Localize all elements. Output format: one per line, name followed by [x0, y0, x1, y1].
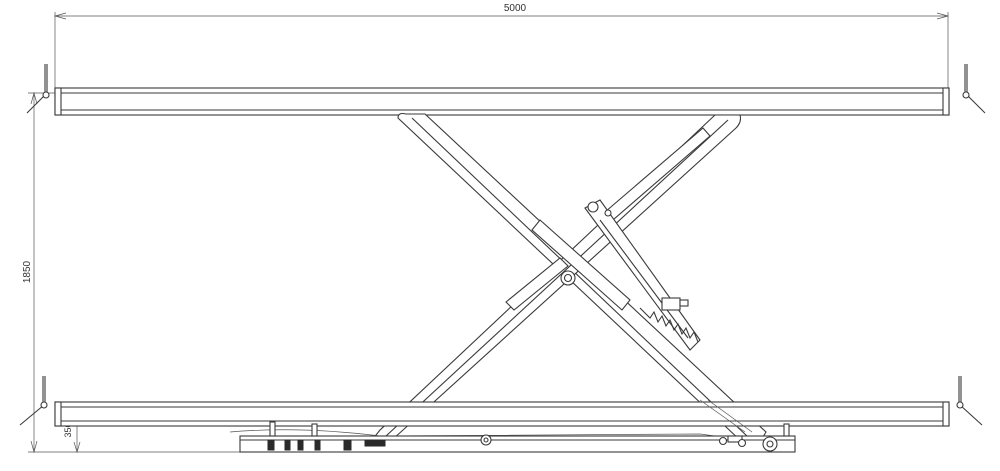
arm-a-plate [531, 219, 631, 311]
min-height-label: 350 [63, 422, 73, 437]
dimension-length: 5000 [53, 3, 950, 88]
upper-platform [54, 87, 950, 116]
arm-b-plate [505, 127, 711, 311]
left-ramp-lower [19, 376, 48, 426]
base-frame [239, 421, 796, 453]
left-ramp-upper [26, 64, 50, 114]
length-label: 5000 [504, 3, 527, 14]
scissor-arm-b [370, 114, 742, 441]
max-height-label: 1850 [22, 260, 33, 283]
right-ramp-upper [962, 64, 986, 114]
scissor-arm-a [397, 112, 767, 443]
dimension-max-height: 1850 [22, 91, 240, 454]
center-pivot [560, 270, 576, 286]
lower-platform [54, 401, 950, 427]
safety-ratchet [639, 307, 699, 343]
right-ramp-lower [956, 376, 983, 426]
hydraulic-cylinder [584, 199, 701, 351]
